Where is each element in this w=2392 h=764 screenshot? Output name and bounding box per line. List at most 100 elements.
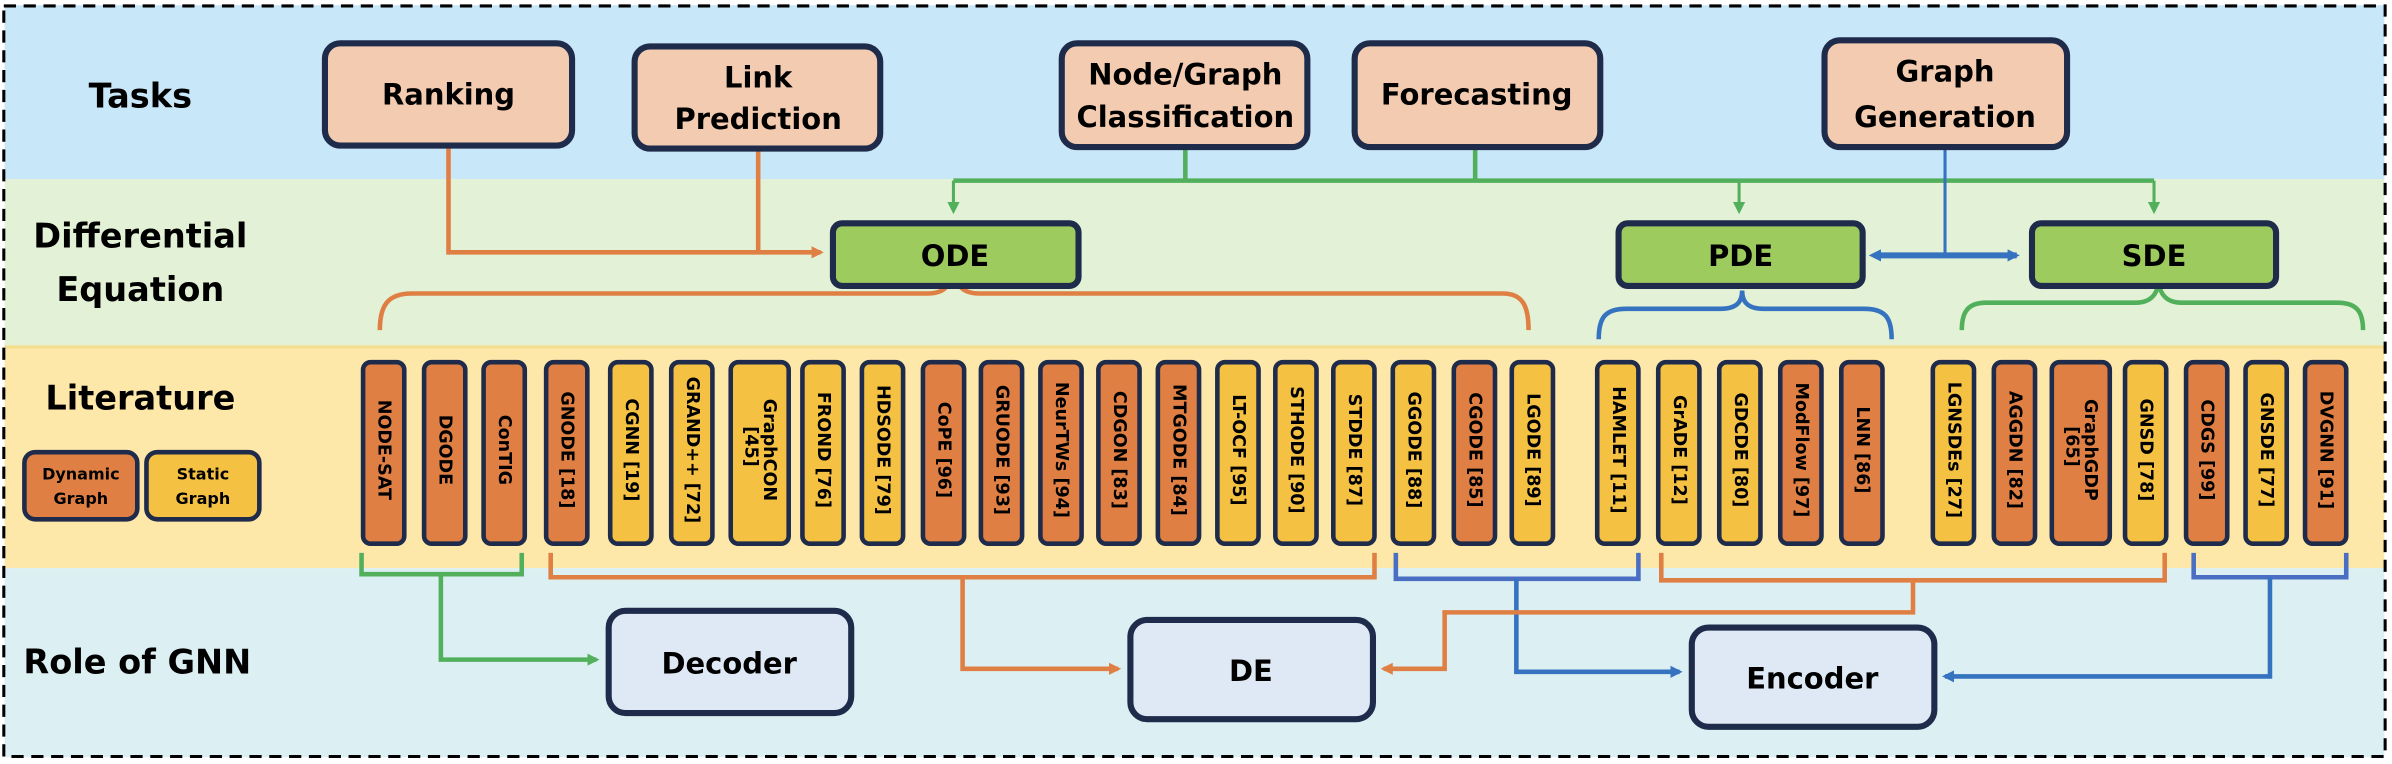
literature-item-ode: LGODE [89] <box>1509 359 1556 546</box>
legend-static-line1: Static <box>177 465 230 484</box>
literature-box-static <box>1594 359 1641 546</box>
role-decoder-label: Decoder <box>661 646 797 680</box>
literature-item-sde: LGNSDEs [27] <box>1930 359 1977 546</box>
task-ranking-label: Ranking <box>382 77 515 111</box>
literature-label: MTGODE [84] <box>1168 384 1188 516</box>
literature-label: AGGDN [82] <box>2004 391 2024 509</box>
literature-box-static <box>1655 359 1702 546</box>
connectors <box>359 145 2366 683</box>
literature-box-dynamic <box>1777 359 1824 546</box>
task-forecasting-label: Forecasting <box>1381 77 1573 111</box>
literature-box-dynamic <box>543 359 590 546</box>
task-forecasting: Forecasting <box>1351 40 1604 151</box>
literature-box-static <box>800 359 846 546</box>
task-graph-generation-line2: Generation <box>1854 100 2036 134</box>
task-link-prediction: Link Prediction <box>631 43 884 152</box>
literature-box-static <box>2243 359 2290 546</box>
legend-static-graph: Static Graph <box>144 449 262 522</box>
literature-item-ode: FROND [76] <box>800 359 846 546</box>
legend: Dynamic Graph Static Graph <box>22 449 262 522</box>
literature-label: LNN [86] <box>1852 406 1872 493</box>
literature-label: NODE-SAT <box>374 400 394 500</box>
outer-dashed-border <box>2 4 2387 759</box>
literature-label: GDCDE [80] <box>1730 392 1750 507</box>
literature-label: NeurTWs [94] <box>1051 382 1071 518</box>
literature-item-sde: AGGDN [82] <box>1991 359 2038 546</box>
literature-item-pde: GrADE [12] <box>1655 359 1702 546</box>
literature-item-ode: GRAND++ [72] <box>668 359 715 546</box>
literature-box-static <box>1331 359 1377 546</box>
literature-item-pde: ModFlow [97] <box>1777 359 1824 546</box>
literature-item-sde: CDGS [99] <box>2183 359 2230 546</box>
connector-sde-group-to-de <box>1380 580 1916 675</box>
literature-label: CDGON [83] <box>1109 391 1129 509</box>
literature-item-ode: GRUODE [93] <box>978 359 1025 546</box>
row-label-tasks: Tasks <box>89 76 192 115</box>
de-pde-label: PDE <box>1708 239 1773 273</box>
literature-item-ode: STDDE [87] <box>1331 359 1377 546</box>
de-sde-label: SDE <box>2122 239 2187 273</box>
literature-label: CoPE [96] <box>934 402 954 498</box>
literature-box-dynamic <box>360 359 407 546</box>
literature-label: CGODE [85] <box>1464 392 1484 507</box>
connector-encoder-group-2 <box>1941 577 2273 683</box>
literature-label: LT-OCF [95] <box>1228 394 1248 505</box>
role-de-label: DE <box>1229 654 1273 688</box>
literature-item-ode: NeurTWs [94] <box>1038 359 1084 546</box>
literature-label: ModFlow [97] <box>1791 382 1811 517</box>
literature-label: [65] <box>2062 426 2082 466</box>
literature-label: GRUODE [93] <box>991 385 1011 515</box>
literature-item-ode: ConTIG <box>481 359 528 546</box>
literature-label: GrADE [12] <box>1669 395 1689 505</box>
literature-item-ode: LT-OCF [95] <box>1215 359 1261 546</box>
row-label-de-line1: Differential <box>33 217 247 256</box>
literature-label: GNODE [18] <box>557 391 577 508</box>
literature-label: DVGNN [91] <box>2316 391 2336 509</box>
literature-label: STDDE [87] <box>1344 394 1364 506</box>
legend-dynamic-line2: Graph <box>54 489 109 508</box>
literature-label: STHODE [90] <box>1286 386 1306 513</box>
literature-item-sde: GNSDE [77] <box>2243 359 2290 546</box>
task-graph-generation: Graph Generation <box>1821 37 2071 151</box>
literature-label: HAMLET [11] <box>1608 386 1628 513</box>
literature-item-sde: DVGNN [91] <box>2302 359 2349 546</box>
literature-item-pde: GDCDE [80] <box>1716 359 1763 546</box>
role-encoder: Encoder <box>1688 624 1938 730</box>
literature-box-static <box>859 359 906 546</box>
de-ode: ODE <box>829 220 1082 289</box>
literature-label: HDSODE [79] <box>873 385 893 515</box>
literature-label: LGNSDEs [27] <box>1943 382 1963 518</box>
role-encoder-label: Encoder <box>1746 662 1879 696</box>
literature-label: GraphCON <box>759 399 779 501</box>
literature-label: FROND [76] <box>813 392 833 508</box>
legend-dynamic-line1: Dynamic <box>42 465 120 484</box>
literature-label: GNSD [78] <box>2136 399 2156 502</box>
role-boxes: Decoder DE Encoder <box>605 607 1938 730</box>
literature-box-static <box>1390 359 1437 546</box>
literature-box-dynamic <box>1155 359 1202 546</box>
task-node-graph-classification: Node/Graph Classification <box>1058 40 1311 151</box>
literature-label: GGODE [88] <box>1403 392 1423 509</box>
brace-pde <box>1596 290 1894 340</box>
literature-box-dynamic <box>2302 359 2349 546</box>
literature-item-ode: CDGON [83] <box>1096 359 1142 546</box>
row-labels: Tasks Differential Equation Literature R… <box>23 76 251 681</box>
literature-box-static <box>728 359 791 546</box>
literature-box-dynamic <box>920 359 967 546</box>
literature-item-ode: GNODE [18] <box>543 359 590 546</box>
task-node-graph-line2: Classification <box>1076 100 1294 134</box>
literature-label: GRAND++ [72] <box>682 377 702 524</box>
row-label-de-line2: Equation <box>56 270 224 309</box>
literature-item-ode: MTGODE [84] <box>1155 359 1202 546</box>
literature-item-ode: STHODE [90] <box>1273 359 1319 546</box>
literature-label: CDGS [99] <box>2197 399 2217 500</box>
de-pde: PDE <box>1615 220 1866 289</box>
role-decoder: Decoder <box>605 607 855 717</box>
literature-box-static <box>1716 359 1763 546</box>
literature-label: GNSDE [77] <box>2256 393 2276 508</box>
de-boxes: ODE PDE SDE <box>829 220 2280 289</box>
de-sde: SDE <box>2028 220 2280 289</box>
task-boxes: Ranking Link Prediction Node/Graph Class… <box>321 37 2071 152</box>
connector-ranking-to-ode <box>446 145 824 259</box>
